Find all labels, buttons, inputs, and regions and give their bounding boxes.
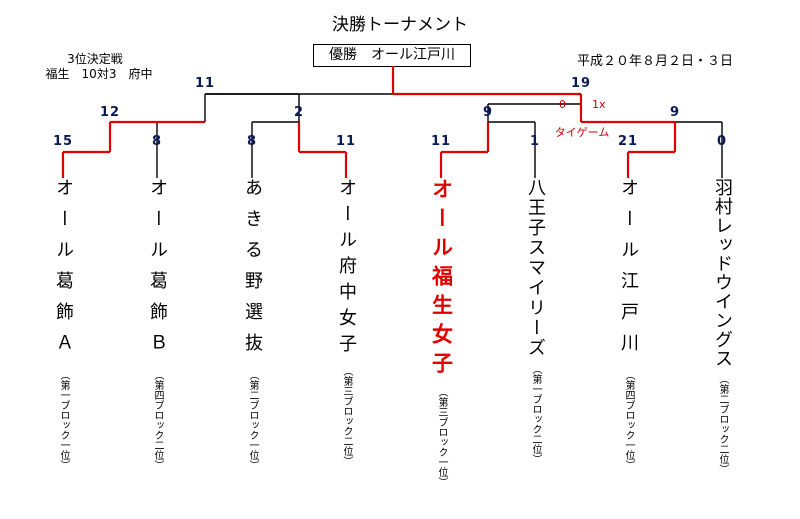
team-score: 11 [335,134,357,149]
page-title: 決勝トーナメント [332,15,468,35]
tiegame-label: タイゲーム [554,126,610,139]
team-name: オール江戸川 [618,178,639,364]
team-name-winner: オール福生女子 [429,178,454,381]
team-block: （第二ブロック一位） [247,370,258,470]
team-name: オール府中女子 [336,178,357,360]
third-place-result: 福生 10対3 府中 [45,67,153,81]
tiebreak-left: 0 [559,98,566,111]
third-place-title: 3位決定戦 [67,52,123,66]
team-name: オール葛飾Ａ [53,178,74,364]
team-block: （第四ブロック一位） [623,370,634,470]
sf-score-left-right: 2 [293,105,305,120]
team-block: （第三ブロック二位） [341,366,352,466]
team-name: 羽村レッドウイングス [712,178,733,368]
tiebreak-right: 1x [592,98,606,111]
team-name: あきる野選抜 [242,178,263,364]
event-date: 平成２０年８月２日・３日 [576,54,733,69]
team-name: 八王子スマイリーズ [525,178,546,358]
team-score: 8 [246,134,258,149]
team-column: オール府中女子 （第三ブロック二位） [326,178,366,466]
team-block: （第四ブロック二位） [152,370,163,470]
sf-score-left-left: 12 [99,105,121,120]
sf-score-right-right: 9 [669,105,681,120]
sf-score-right-left: 9 [482,105,494,120]
team-score: 1 [529,134,541,149]
team-score: 15 [52,134,74,149]
team-column: オール福生女子 （第三ブロック一位） [421,178,461,487]
team-column: 羽村レッドウイングス （第二ブロック二位） [702,178,742,474]
team-column: オール葛飾Ｂ （第四ブロック二位） [137,178,177,470]
team-block: （第二ブロック二位） [717,374,728,474]
team-column: オール葛飾Ａ （第一ブロック一位） [43,178,83,470]
team-column: オール江戸川 （第四ブロック一位） [608,178,648,470]
final-score-left: 11 [194,76,216,91]
team-column: あきる野選抜 （第二ブロック一位） [232,178,272,470]
team-name: オール葛飾Ｂ [147,178,168,364]
team-block: （第三ブロック一位） [436,387,447,487]
team-score: 0 [716,134,728,149]
team-column: 八王子スマイリーズ （第一ブロック二位） [515,178,555,464]
team-score: 11 [430,134,452,149]
final-score-right: 19 [570,76,592,91]
team-block: （第一ブロック二位） [530,364,541,464]
team-block: （第一ブロック一位） [58,370,69,470]
team-score: 8 [151,134,163,149]
team-score: 21 [617,134,639,149]
